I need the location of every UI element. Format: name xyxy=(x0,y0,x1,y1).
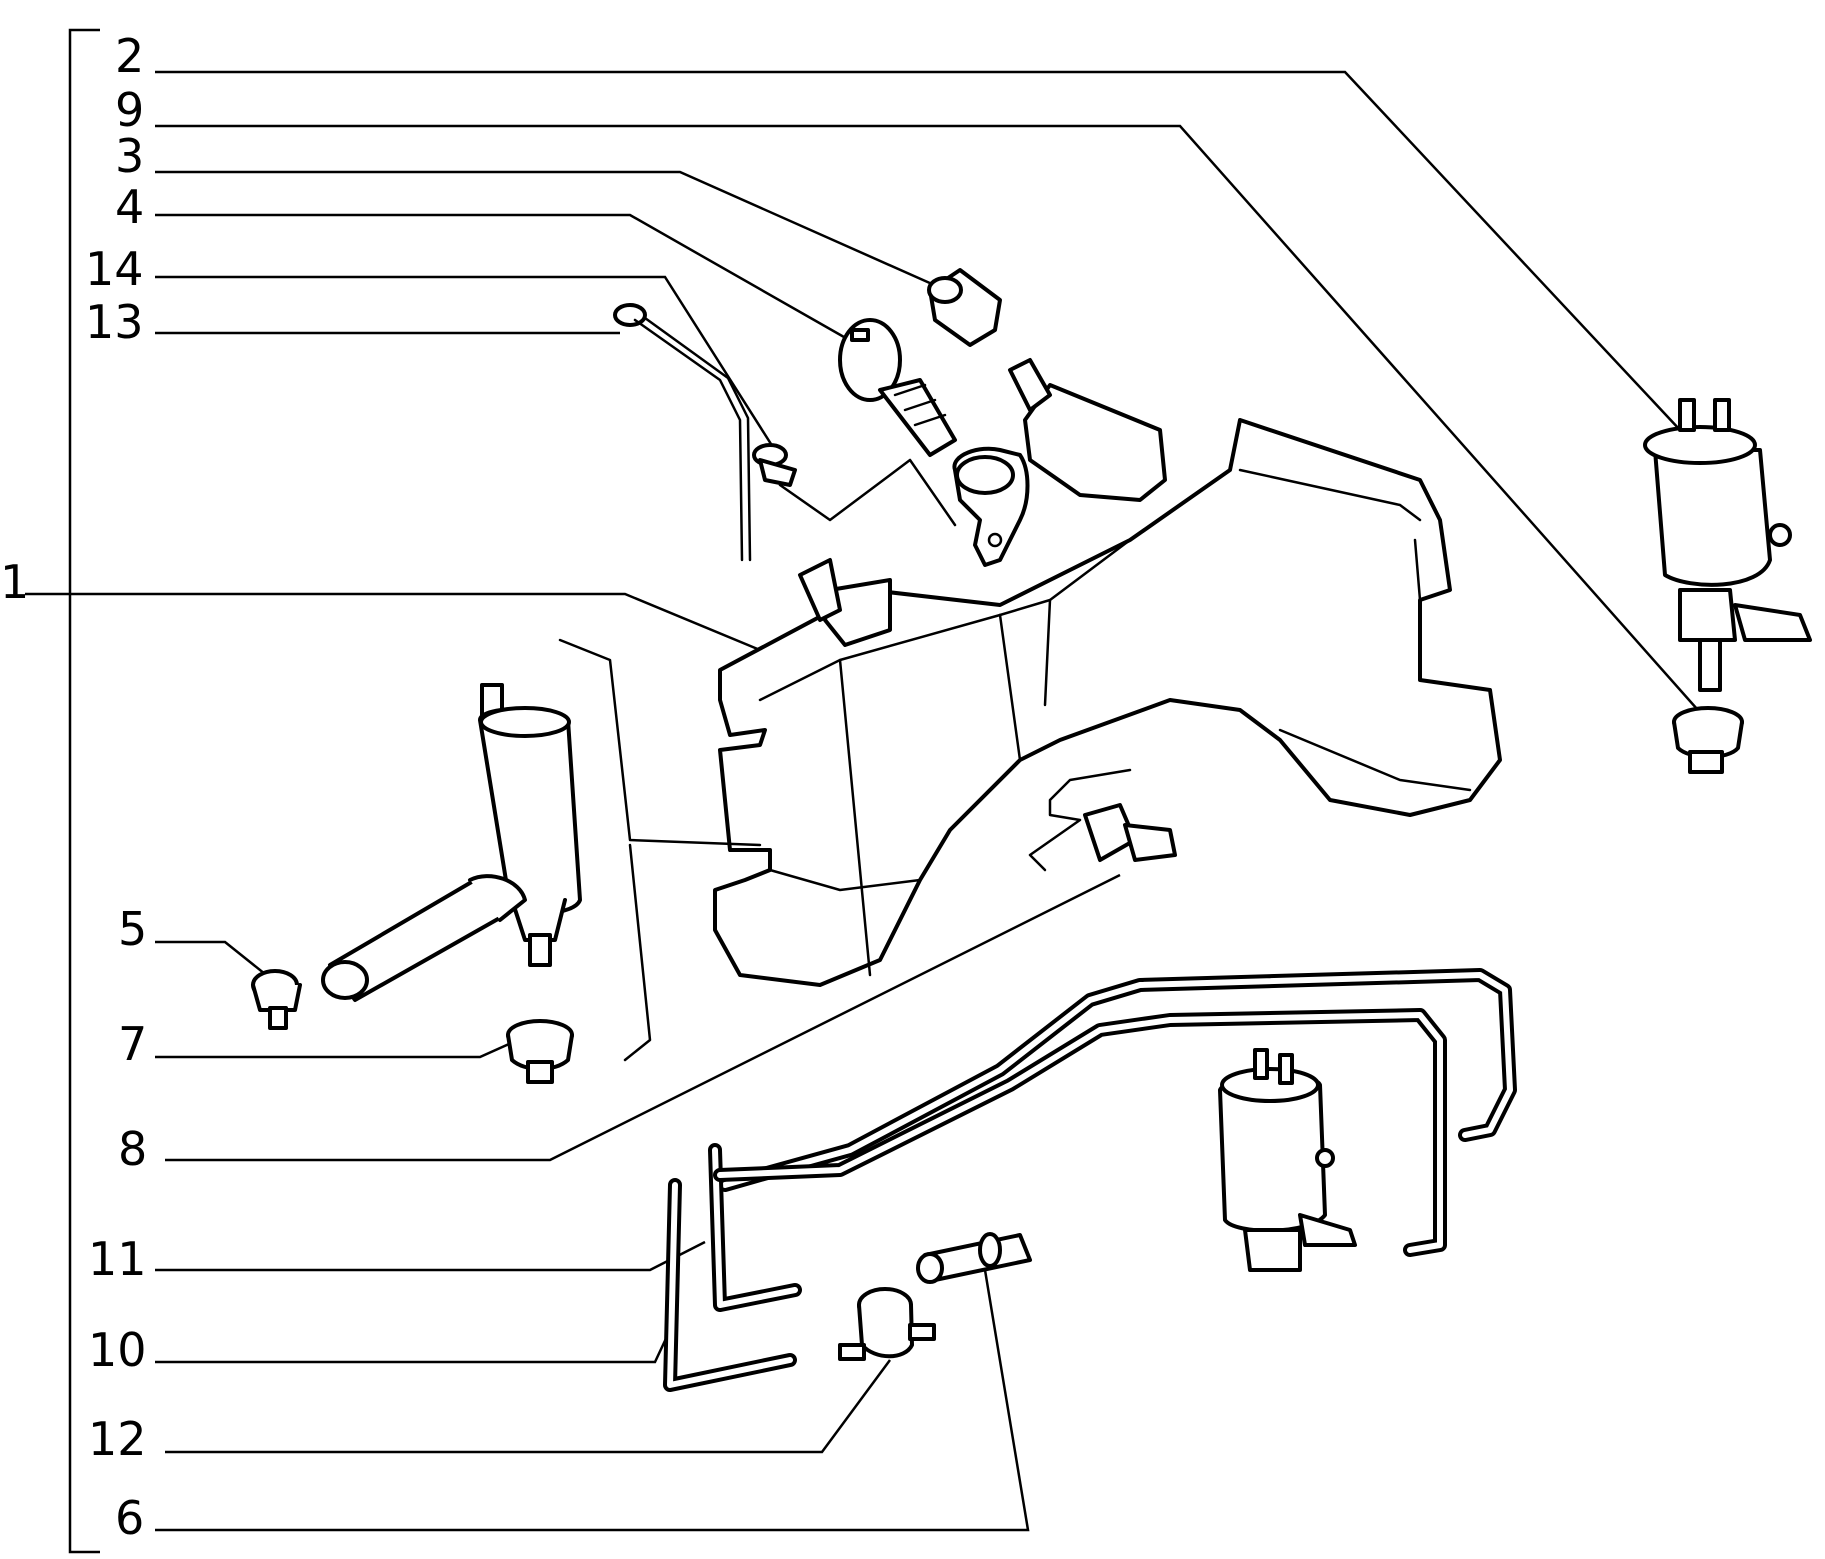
connector-5 xyxy=(251,969,302,1030)
callout-12: 12 xyxy=(88,1412,147,1466)
leader-3 xyxy=(155,170,951,294)
callout-7: 7 xyxy=(118,1017,147,1071)
callout-1: 1 xyxy=(0,555,29,609)
callout-9: 9 xyxy=(115,83,144,137)
callout-5: 5 xyxy=(118,902,147,956)
assembly-guide-line xyxy=(623,843,652,1062)
leader-9 xyxy=(155,124,1706,719)
leader-5 xyxy=(155,940,276,983)
leader-4 xyxy=(155,213,859,347)
callout-4: 4 xyxy=(115,180,144,234)
washer-pump-bottom xyxy=(1218,1048,1357,1272)
callout-2: 2 xyxy=(115,29,144,83)
leader-2 xyxy=(155,70,1681,431)
leader-8 xyxy=(165,873,1121,1162)
callout-13: 13 xyxy=(85,295,144,349)
hose-connector-8 xyxy=(1083,803,1177,862)
leader-1 xyxy=(25,592,761,652)
washer-reservoir xyxy=(713,358,1502,987)
assembly-guide-line xyxy=(778,458,957,527)
grommet-right xyxy=(1672,706,1744,774)
leader-10 xyxy=(155,1329,672,1364)
washer-pump-top-right xyxy=(1643,398,1812,692)
leader-12 xyxy=(165,1359,892,1454)
assembly-guide-line xyxy=(1028,768,1132,872)
leader-11 xyxy=(155,1240,706,1272)
leader-6 xyxy=(155,1269,1030,1532)
group-bracket xyxy=(68,28,100,1554)
leader-14 xyxy=(155,275,780,456)
callout-11: 11 xyxy=(88,1232,147,1286)
callout-14: 14 xyxy=(85,242,144,296)
dipstick xyxy=(613,303,752,562)
grommet-left xyxy=(506,1019,574,1084)
leader-lines xyxy=(25,70,1706,1532)
assembly-guide-line xyxy=(558,638,762,847)
leader-7 xyxy=(155,1038,519,1059)
washer-hoses xyxy=(663,968,1517,1392)
callout-3: 3 xyxy=(115,129,144,183)
callout-6: 6 xyxy=(115,1491,144,1545)
callout-8: 8 xyxy=(118,1122,147,1176)
cap-small xyxy=(927,268,1002,347)
clip-12 xyxy=(838,1287,936,1361)
connector-6 xyxy=(916,1232,1032,1284)
filler-cap xyxy=(838,318,957,457)
washer-pump-left xyxy=(321,683,582,1002)
grommet-small xyxy=(752,443,797,487)
callout-labels: 2 9 3 4 14 13 1 5 7 8 11 10 12 6 xyxy=(0,29,147,1545)
callout-10: 10 xyxy=(88,1323,147,1377)
